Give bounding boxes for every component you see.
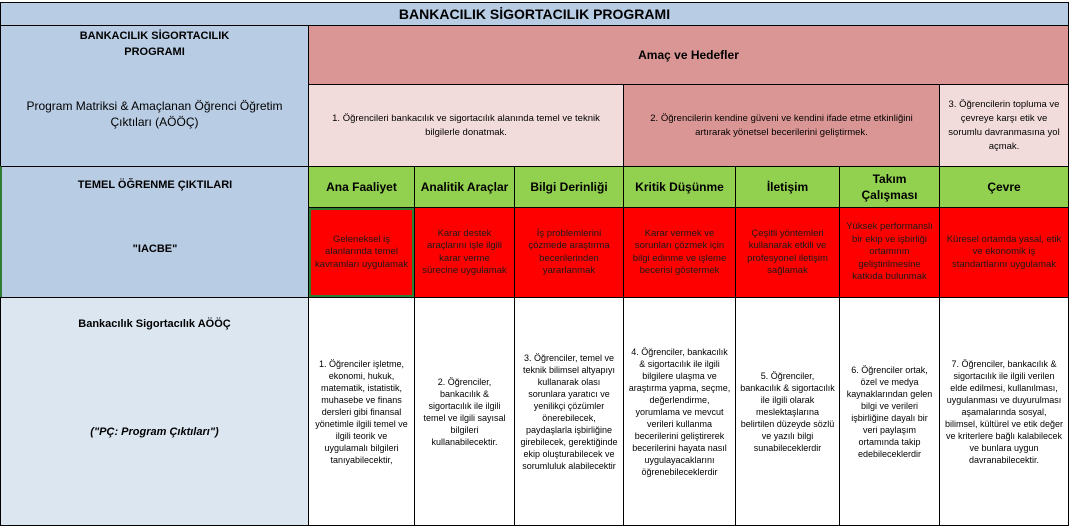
- goal-1[interactable]: 1. Öğrencileri bankacılık ve sigortacılı…: [308, 84, 624, 167]
- aooc-6[interactable]: 6. Öğrenciler ortak, özel ve medya kayna…: [839, 297, 940, 526]
- aooc-cell[interactable]: Bankacılık Sigortacılık AÖÖÇ ("PÇ: Progr…: [0, 297, 309, 526]
- aooc-4[interactable]: 4. Öğrenciler, bankacılık & sigortacılık…: [623, 297, 736, 526]
- sheet-title: BANKACILIK SİGORTACILIK PROGRAMI: [0, 2, 1069, 26]
- aooc-1[interactable]: 1. Öğrenciler işletme, ekonomi, hukuk, m…: [308, 297, 415, 526]
- outcome-header-5[interactable]: İletişim: [735, 166, 840, 208]
- aooc-3[interactable]: 3. Öğrenciler, temel ve teknik bilimsel …: [514, 297, 624, 526]
- aooc-7[interactable]: 7. Öğrenciler, bankacılık & sigortacılık…: [939, 297, 1069, 526]
- outcome-header-1[interactable]: Ana Faaliyet: [308, 166, 415, 208]
- goal-2[interactable]: 2. Öğrencilerin kendine güveni ve kendin…: [623, 84, 940, 167]
- program-name-line2: PROGRAMI: [124, 46, 185, 58]
- outcome-desc-5[interactable]: Çeşitli yöntemleri kullanarak etkili ve …: [735, 207, 840, 298]
- aooc-5[interactable]: 5. Öğrenciler, bankacılık & sigortacılık…: [735, 297, 840, 526]
- outcome-desc-7[interactable]: Küresel ortamda yasal, etik ve ekonomik …: [939, 207, 1069, 298]
- temel-label: TEMEL ÖĞRENME ÇIKTILARI: [77, 179, 233, 191]
- aooc-label: Bankacılık Sigortacılık AÖÖÇ: [78, 318, 231, 330]
- goals-header[interactable]: Amaç ve Hedefler: [308, 25, 1069, 85]
- temel-cell[interactable]: TEMEL ÖĞRENME ÇIKTILARI "IACBE": [0, 166, 309, 298]
- pc-label: ("PÇ: Program Çıktıları"): [90, 426, 219, 438]
- matrix-label-line1: Program Matriksi & Amaçlanan Öğrenci Öğr…: [26, 99, 283, 113]
- aooc-2[interactable]: 2. Öğrenciler, bankacılık & sigortacılık…: [414, 297, 515, 526]
- program-info-cell[interactable]: BANKACILIK SİGORTACILIK PROGRAMI Program…: [0, 25, 309, 167]
- program-name-line1: BANKACILIK SİGORTACILIK: [79, 30, 230, 42]
- outcome-header-6[interactable]: Takım Çalışması: [839, 166, 940, 208]
- iacbe-label: "IACBE": [132, 243, 178, 255]
- matrix-label-line2: Çıktıları (AÖÖÇ): [110, 115, 199, 129]
- outcome-desc-3[interactable]: İş problemlerini çözmede araştırma becer…: [514, 207, 624, 298]
- outcome-desc-1[interactable]: Geleneksel iş alanlarında temel kavramla…: [308, 207, 415, 298]
- outcome-header-4[interactable]: Kritik Düşünme: [623, 166, 736, 208]
- outcome-header-7[interactable]: Çevre: [939, 166, 1069, 208]
- goal-3[interactable]: 3. Öğrencilerin topluma ve çevreye karşı…: [939, 84, 1069, 167]
- outcome-desc-4[interactable]: Karar vermek ve sorunları çözmek için bi…: [623, 207, 736, 298]
- outcome-header-3[interactable]: Bilgi Derinliği: [514, 166, 624, 208]
- outcome-desc-2[interactable]: Karar destek araçlarını işle ilgili kara…: [414, 207, 515, 298]
- outcome-desc-6[interactable]: Yüksek performanslı bir ekip ve işbirliğ…: [839, 207, 940, 298]
- outcome-header-2[interactable]: Analitik Araçlar: [414, 166, 515, 208]
